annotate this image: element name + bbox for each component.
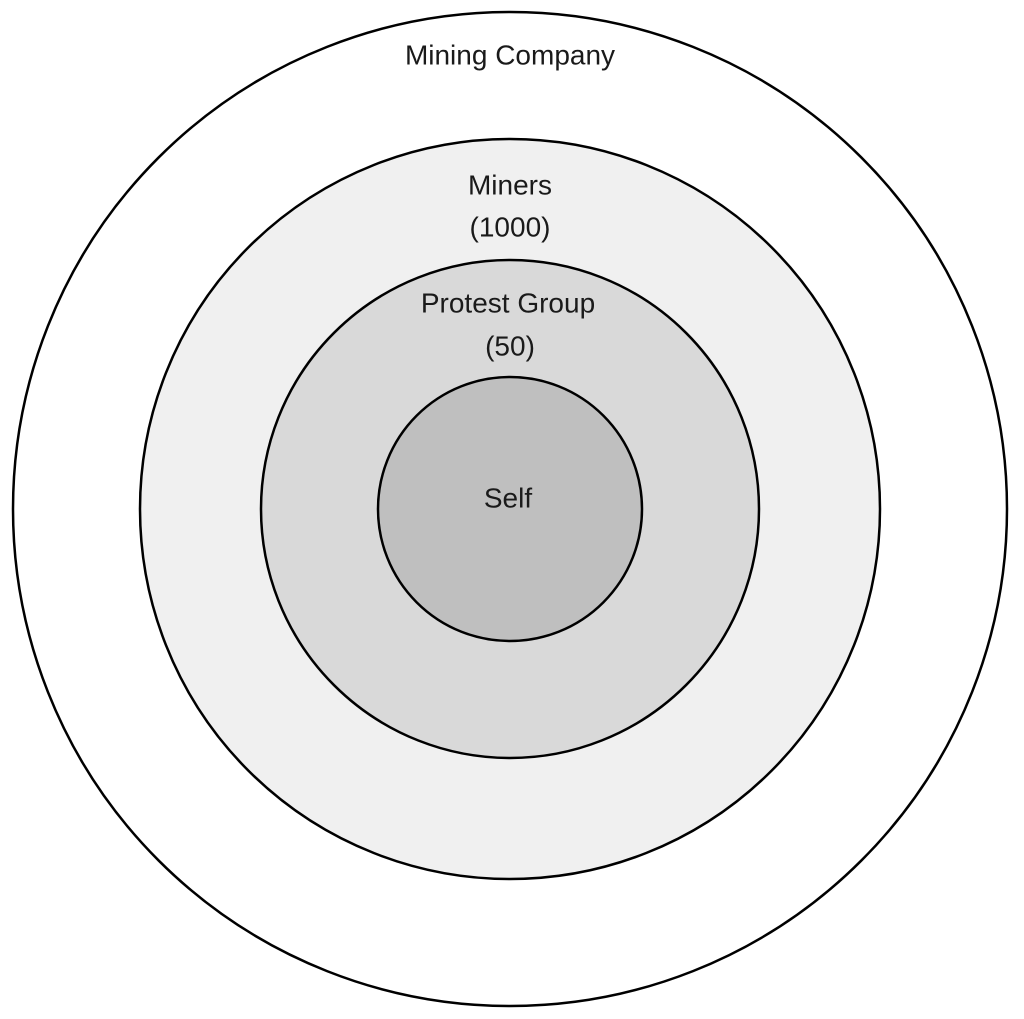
label-protest-group-count: (50): [485, 330, 535, 361]
label-protest-group: Protest Group: [421, 287, 595, 318]
label-miners-count: (1000): [470, 211, 551, 242]
label-self: Self: [484, 482, 532, 513]
label-mining-company: Mining Company: [405, 39, 615, 70]
ring-self: [376, 375, 644, 643]
label-miners: Miners: [468, 169, 552, 200]
